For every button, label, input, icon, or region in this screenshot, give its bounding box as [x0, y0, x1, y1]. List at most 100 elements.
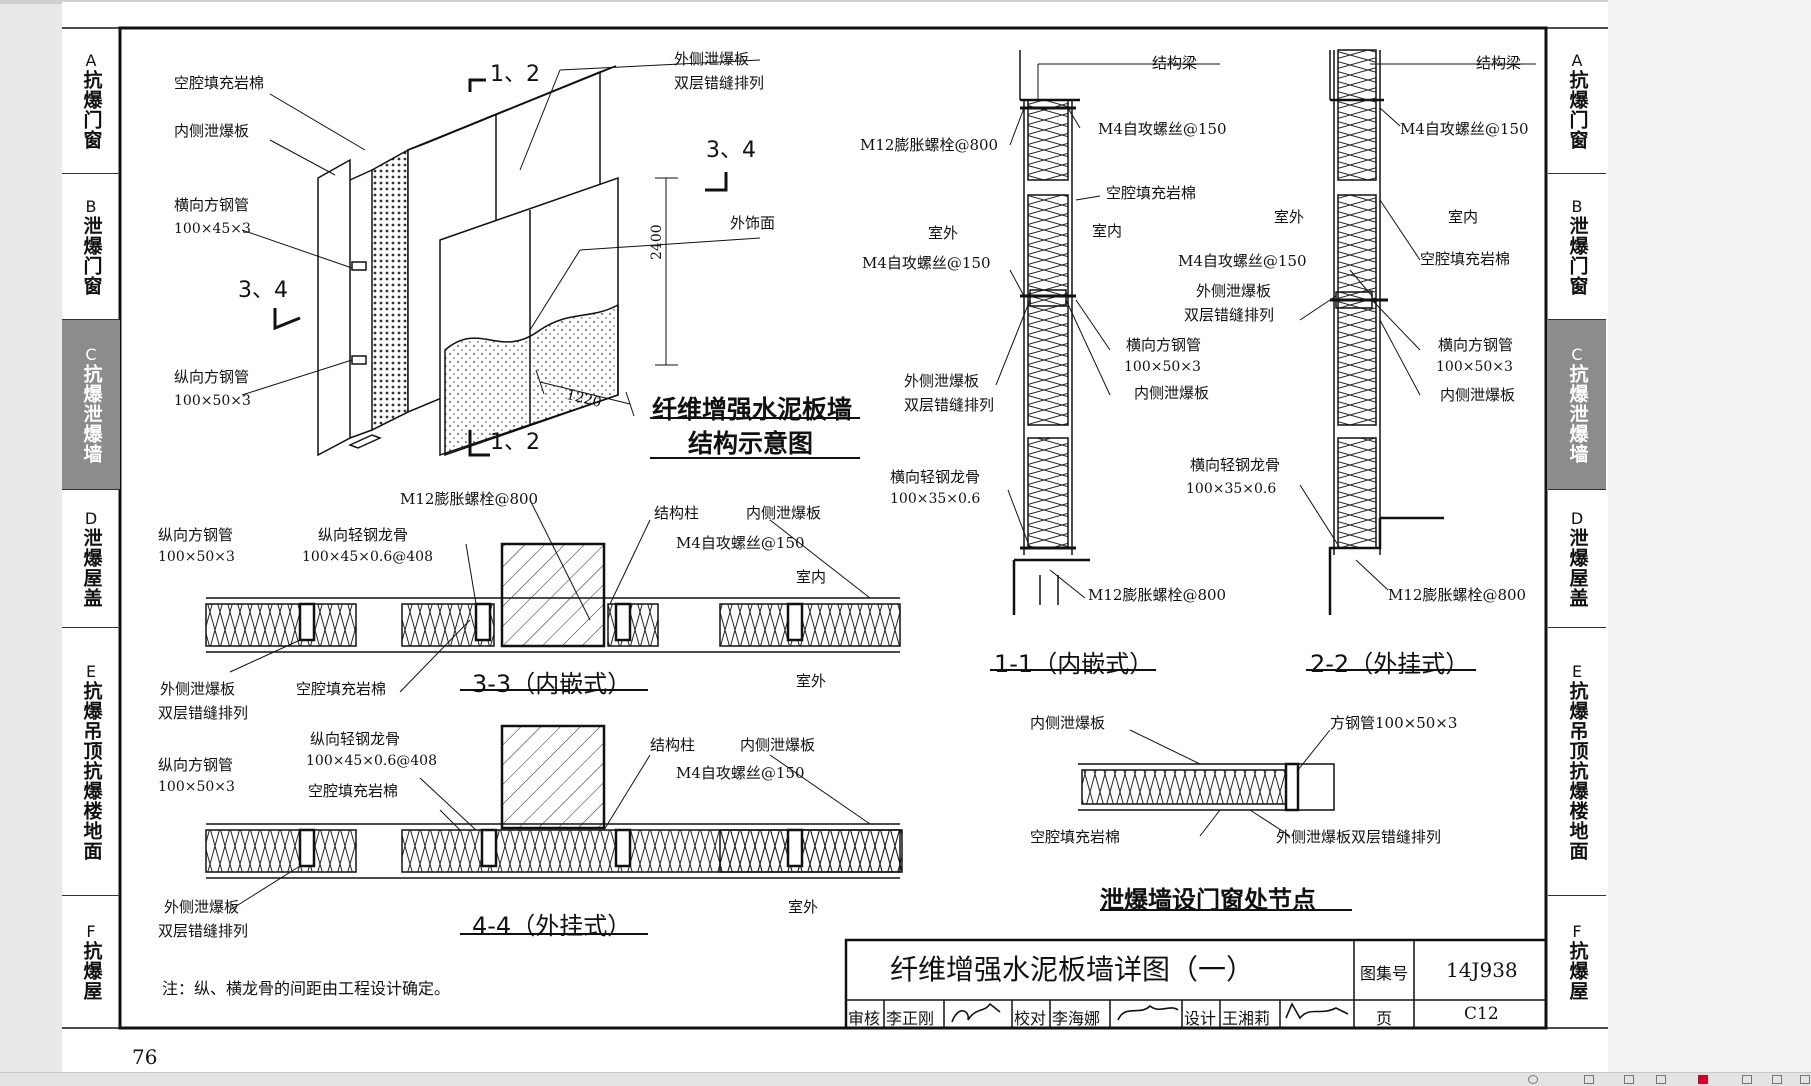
checker-name: 李海娜 — [1052, 1009, 1101, 1028]
page-view-icon[interactable] — [1584, 1075, 1594, 1084]
s11-screw2-label: M4自攻螺丝@150 — [862, 254, 991, 272]
tab-letter: C — [1571, 344, 1583, 364]
left-tab-f[interactable]: F 抗爆屋 — [62, 896, 120, 1028]
fit-width-icon[interactable] — [1772, 1075, 1782, 1084]
node-title: 泄爆墙设门窗处节点 — [1100, 886, 1316, 914]
node-outer-label: 外侧泄爆板双层错缝排列 — [1276, 828, 1442, 846]
s11-inner-label: 内侧泄爆板 — [1134, 384, 1210, 402]
s33-screw-label: M4自攻螺丝@150 — [676, 534, 805, 552]
s33-outer-label: 外侧泄爆板 — [160, 680, 236, 698]
left-tab-a[interactable]: A 抗爆门窗 — [62, 28, 120, 174]
s11-bolt-label: M12膨胀螺栓@800 — [860, 136, 999, 154]
page-code: C12 — [1464, 1004, 1499, 1024]
right-tab-b[interactable]: B 泄爆门窗 — [1548, 174, 1606, 320]
tab-text: 泄爆屋盖 — [1566, 527, 1589, 608]
s11-keel-label: 横向轻钢龙骨 — [890, 468, 981, 486]
viewer-right-gutter — [1608, 0, 1811, 1085]
s22-keel-size: 100×35×0.6 — [1186, 481, 1277, 497]
s11-horiz-label: 横向方钢管 — [1126, 336, 1202, 354]
page-number: 76 — [132, 1045, 158, 1069]
atlas-label: 图集号 — [1360, 964, 1409, 983]
left-tab-b[interactable]: B 泄爆门窗 — [62, 174, 120, 320]
tab-letter: A — [1571, 50, 1583, 70]
left-tab-c[interactable]: C 抗爆泄爆墙 — [62, 320, 120, 490]
tab-letter: D — [1570, 508, 1584, 528]
s33-inside-label: 室内 — [796, 568, 827, 586]
single-page-icon[interactable] — [1624, 1075, 1634, 1084]
s44-vert-steel-size: 100×50×3 — [158, 779, 235, 795]
s22-beam-label: 结构梁 — [1476, 54, 1522, 72]
reviewer-name: 李正刚 — [886, 1009, 935, 1028]
s33-vert-keel-label: 纵向轻钢龙骨 — [318, 526, 409, 544]
fit-page-icon[interactable] — [1742, 1075, 1752, 1084]
iso-cavity-rockwool-label: 空腔填充岩棉 — [174, 74, 265, 92]
s33-rockwool-label: 空腔填充岩棉 — [296, 680, 387, 698]
right-tab-e[interactable]: E 抗爆吊顶抗爆楼地面 — [1548, 628, 1606, 896]
iso-horiz-steel-size: 100×45×3 — [174, 221, 251, 237]
s33-inner-label: 内侧泄爆板 — [746, 504, 822, 522]
s22-outer-label: 外侧泄爆板 — [1196, 282, 1272, 300]
s11-screw-label: M4自攻螺丝@150 — [1098, 120, 1227, 138]
s44-outer-label: 外侧泄爆板 — [164, 898, 240, 916]
tab-letter: B — [1571, 196, 1583, 216]
s33-bolt-label: M12膨胀螺栓@800 — [400, 490, 539, 508]
tab-text: 泄爆门窗 — [1566, 215, 1589, 296]
zoom-icon[interactable] — [1528, 1075, 1538, 1084]
fullscreen-icon[interactable] — [1800, 1075, 1810, 1084]
s33-column-label: 结构柱 — [654, 504, 700, 522]
section-4-4-drawing — [205, 724, 903, 935]
s11-inside-label: 室内 — [1092, 222, 1123, 240]
signatures — [951, 1002, 1349, 1023]
section-1-1-drawing — [990, 50, 1220, 671]
s22-keel-label: 横向轻钢龙骨 — [1190, 456, 1281, 474]
s11-horiz-size: 100×50×3 — [1124, 359, 1201, 375]
s22-inside-label: 室内 — [1448, 208, 1479, 226]
s11-keel-size: 100×35×0.6 — [890, 491, 981, 507]
left-tab-d[interactable]: D 泄爆屋盖 — [62, 490, 120, 628]
s33-vert-keel-size: 100×45×0.6@408 — [302, 549, 433, 565]
s11-beam-label: 结构梁 — [1152, 54, 1198, 72]
atlas-number: 14J938 — [1446, 958, 1518, 982]
s11-double-label: 双层错缝排列 — [904, 396, 995, 414]
tab-letter: A — [85, 50, 97, 70]
tab-text: 抗爆泄爆墙 — [1566, 363, 1589, 464]
tab-letter: E — [1571, 661, 1583, 681]
play-icon[interactable] — [1698, 1075, 1708, 1084]
s33-vert-steel-label: 纵向方钢管 — [158, 526, 234, 544]
right-tab-a[interactable]: A 抗爆门窗 — [1548, 28, 1606, 174]
tab-text: 抗爆泄爆墙 — [80, 363, 103, 464]
s22-inner-label: 内侧泄爆板 — [1440, 386, 1516, 404]
iso-inner-panel-label: 内侧泄爆板 — [174, 122, 250, 140]
right-tab-f[interactable]: F 抗爆屋 — [1548, 896, 1606, 1028]
title-block-frame — [844, 938, 1548, 1030]
node-steel-label: 方钢管100×50×3 — [1330, 714, 1458, 732]
two-page-icon[interactable] — [1656, 1075, 1666, 1084]
tab-letter: F — [1572, 922, 1582, 941]
left-tab-e[interactable]: E 抗爆吊顶抗爆楼地面 — [62, 628, 120, 896]
s33-outside-label: 室外 — [796, 672, 827, 690]
tab-text: 抗爆门窗 — [1566, 69, 1589, 150]
review-label: 审核 — [848, 1009, 881, 1028]
designer-name: 王湘莉 — [1222, 1009, 1271, 1028]
iso-vert-steel-size: 100×50×3 — [174, 393, 251, 409]
s33-double-label: 双层错缝排列 — [158, 704, 249, 722]
s11-bolt2-label: M12膨胀螺栓@800 — [1088, 586, 1227, 604]
s22-horiz-label: 横向方钢管 — [1438, 336, 1514, 354]
tab-letter: B — [85, 196, 97, 216]
tab-text: 抗爆屋 — [80, 941, 103, 1001]
iso-wall-drawing — [241, 59, 860, 459]
tab-text: 泄爆屋盖 — [80, 527, 103, 608]
s22-title: 2-2（外挂式） — [1310, 650, 1470, 678]
check-label: 校对 — [1014, 1009, 1047, 1028]
s11-outer-label: 外侧泄爆板 — [904, 372, 980, 390]
iso-outer-finish-label: 外饰面 — [730, 214, 776, 232]
s33-vert-steel-size: 100×50×3 — [158, 549, 235, 565]
tab-text: 抗爆吊顶抗爆楼地面 — [1566, 680, 1589, 861]
s22-bolt-label: M12膨胀螺栓@800 — [1388, 586, 1527, 604]
right-tab-c[interactable]: C 抗爆泄爆墙 — [1548, 320, 1606, 490]
door-node-drawing — [1078, 729, 1352, 911]
viewer-status-bar — [0, 1072, 1811, 1086]
right-tab-d[interactable]: D 泄爆屋盖 — [1548, 490, 1606, 628]
s44-vert-steel-label: 纵向方钢管 — [158, 756, 234, 774]
